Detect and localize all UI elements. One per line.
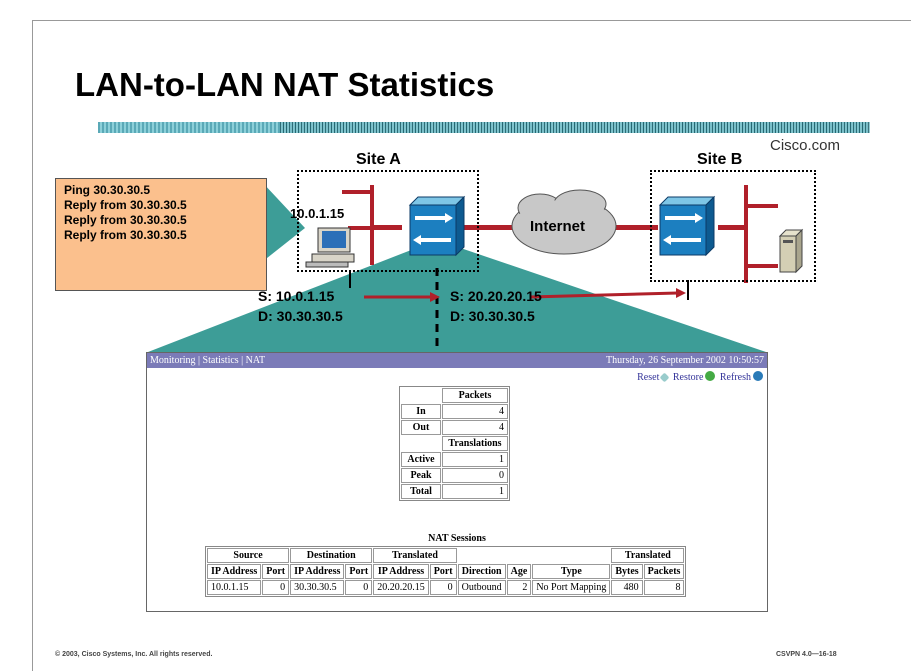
column-header: IP Address: [373, 564, 429, 579]
left-source-label: S: 10.0.1.15: [258, 288, 335, 304]
column-header: IP Address: [207, 564, 262, 579]
arrow-head-left: [430, 292, 440, 302]
out-value: 4: [442, 420, 508, 435]
table-cell: Outbound: [457, 580, 506, 595]
site-b-label: Site B: [697, 151, 743, 168]
nat-sessions-title: NAT Sessions: [428, 533, 486, 544]
ping-line: Reply from 30.30.30.5: [64, 213, 187, 227]
in-label: In: [401, 404, 441, 419]
callout-pointer: [262, 182, 305, 262]
table-cell: 8: [643, 580, 685, 595]
host-ip-label: 10.0.1.15: [290, 206, 345, 221]
ping-line: Reply from 30.30.30.5: [64, 228, 187, 242]
destination-group: Destination: [290, 548, 373, 563]
column-header: Packets: [643, 564, 685, 579]
peak-label: Peak: [401, 468, 441, 483]
table-cell: 0: [262, 580, 290, 595]
column-header: Port: [262, 564, 290, 579]
cloud-icon: [511, 189, 617, 255]
internet-label: Internet: [530, 218, 586, 235]
left-destination-label: D: 30.30.30.5: [258, 308, 343, 324]
brand-label: Cisco.com: [770, 137, 841, 154]
restore-icon[interactable]: [705, 371, 716, 381]
server-icon: [778, 228, 804, 274]
column-header: Port: [345, 564, 373, 579]
table-cell: 480: [611, 580, 643, 595]
concentrator-icon: [408, 195, 466, 257]
ping-line: Reply from 30.30.30.5: [64, 198, 187, 212]
table-group-header: Source Destination Translated Translated: [207, 548, 685, 563]
reset-icon[interactable]: [659, 372, 670, 383]
total-label: Total: [401, 484, 441, 499]
active-value: 1: [442, 452, 508, 467]
column-header: Bytes: [611, 564, 643, 579]
translations-header: Translations: [442, 436, 508, 451]
site-a-boundary: [297, 170, 479, 272]
nat-statistics-panel: Monitoring | Statistics | NAT Thursday, …: [146, 352, 768, 612]
arrow-head-right: [676, 288, 686, 298]
active-label: Active: [401, 452, 441, 467]
table-cell: No Port Mapping: [532, 580, 611, 595]
reset-button[interactable]: Reset: [637, 372, 660, 383]
out-label: Out: [401, 420, 441, 435]
table-cell: 0: [345, 580, 373, 595]
refresh-button[interactable]: Refresh: [719, 372, 751, 383]
copyright-footer: © 2003, Cisco Systems, Inc. All rights r…: [55, 651, 213, 658]
table-cell: 10.0.1.15: [207, 580, 262, 595]
translated-group: Translated: [373, 548, 457, 563]
breadcrumb[interactable]: Monitoring | Statistics | NAT: [150, 355, 266, 366]
right-source-label: S: 20.20.20.15: [450, 288, 542, 304]
peak-value: 0: [442, 468, 508, 483]
in-value: 4: [442, 404, 508, 419]
table-row: 10.0.1.15 0 30.30.30.5 0 20.20.20.15 0 O…: [207, 580, 685, 595]
concentrator-icon-b: [658, 195, 716, 257]
course-code-footer: CSVPN 4.0—16-18: [776, 651, 837, 658]
table-cell: 0: [429, 580, 457, 595]
table-cell: 20.20.20.15: [373, 580, 429, 595]
pc-icon: [305, 227, 355, 268]
panel-toolbar: Reset Restore Refresh: [635, 371, 763, 383]
table-cell: 2: [506, 580, 532, 595]
column-header: Age: [506, 564, 532, 579]
refresh-icon[interactable]: [753, 371, 763, 381]
site-b-bus: [744, 185, 748, 283]
slide-title: LAN-to-LAN NAT Statistics: [75, 66, 495, 103]
zoom-triangle: [148, 240, 766, 352]
source-group: Source: [207, 548, 290, 563]
column-header: Type: [532, 564, 611, 579]
column-header: Port: [429, 564, 457, 579]
site-a-bus: [370, 185, 374, 265]
panel-header: Monitoring | Statistics | NAT Thursday, …: [147, 353, 767, 368]
translated-group-2: Translated: [611, 548, 685, 563]
column-header: IP Address: [290, 564, 345, 579]
column-header: Direction: [457, 564, 506, 579]
packets-header: Packets: [442, 388, 508, 403]
right-destination-label: D: 30.30.30.5: [450, 308, 535, 324]
ping-output-box: Ping 30.30.30.5 Reply from 30.30.30.5 Re…: [55, 178, 267, 291]
table-cell: 30.30.30.5: [290, 580, 345, 595]
site-b-boundary: [650, 170, 816, 282]
total-value: 1: [442, 484, 508, 499]
restore-button[interactable]: Restore: [672, 372, 704, 383]
datetime-label: Thursday, 26 September 2002 10:50:57: [606, 355, 764, 366]
nat-sessions-table: Source Destination Translated Translated…: [205, 546, 687, 597]
ping-line: Ping 30.30.30.5: [64, 183, 151, 197]
title-stripe-dark: [280, 122, 870, 133]
slide-frame: [32, 20, 911, 671]
table-column-header: IP Address Port IP Address Port IP Addre…: [207, 564, 685, 579]
site-a-label: Site A: [356, 151, 401, 168]
